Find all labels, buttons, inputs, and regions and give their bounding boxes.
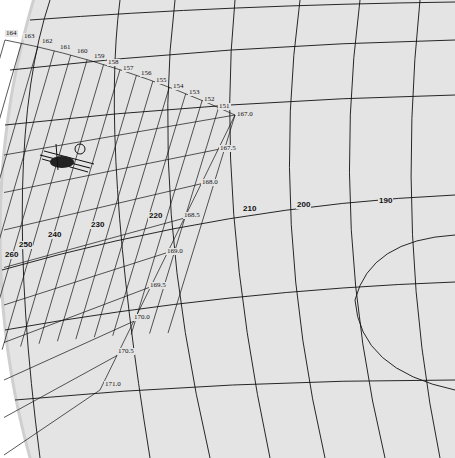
grid-line xyxy=(4,184,201,230)
grid-line xyxy=(131,100,202,334)
grid-value: 162 xyxy=(41,38,54,45)
grid-line xyxy=(4,321,134,380)
grid-line xyxy=(94,87,169,337)
grid-line xyxy=(0,40,5,370)
fine-grid xyxy=(0,40,235,455)
grid-value: 171.0 xyxy=(104,381,122,388)
grid-value: 159 xyxy=(93,53,106,60)
grid-value: 169.5 xyxy=(149,282,167,289)
grid-value: 158 xyxy=(107,59,120,66)
grid-line xyxy=(4,390,100,455)
grid-value: 164 xyxy=(5,30,18,37)
grid-value: 156 xyxy=(140,70,153,77)
grid-line xyxy=(4,218,184,267)
grid-line xyxy=(150,108,219,334)
grid-value: 155 xyxy=(155,77,168,84)
grid-line xyxy=(4,149,218,192)
contour-value: 260 xyxy=(4,251,19,259)
contour-value: 200 xyxy=(296,201,311,209)
contour-value: 210 xyxy=(242,205,257,213)
grid-value: 168.5 xyxy=(183,212,201,219)
contour-value: 250 xyxy=(18,241,33,249)
grid-value: 153 xyxy=(188,89,201,96)
grid-line xyxy=(0,55,71,353)
spacecraft-icon xyxy=(40,144,94,172)
grid-line xyxy=(4,287,151,343)
grid-value: 157 xyxy=(122,65,135,72)
grid-line xyxy=(0,47,38,361)
contour-value: 230 xyxy=(90,221,105,229)
grid-value: 167.0 xyxy=(236,111,254,118)
grid-value: 151 xyxy=(218,103,231,110)
grid-line xyxy=(2,60,87,350)
grid-value: 170.0 xyxy=(133,314,151,321)
grid-line xyxy=(4,253,168,306)
contour-value: 220 xyxy=(148,212,163,220)
grid-line xyxy=(4,356,117,418)
contour-value: 190 xyxy=(378,197,393,205)
grid-value: 152 xyxy=(203,96,216,103)
grid-value: 154 xyxy=(172,83,185,90)
grid-value: 161 xyxy=(59,44,72,51)
grid-line xyxy=(0,43,21,365)
grid-value: 169.0 xyxy=(166,248,184,255)
grid-line xyxy=(39,70,120,344)
contour-value: 240 xyxy=(47,231,62,239)
grid-value: 167.5 xyxy=(219,145,237,152)
grid-line xyxy=(21,65,104,347)
grid-value: 163 xyxy=(23,33,36,40)
grid-line xyxy=(4,115,235,155)
grid-value: 168.0 xyxy=(201,179,219,186)
grid-value: 170.5 xyxy=(117,348,135,355)
grid-value: 160 xyxy=(76,48,89,55)
